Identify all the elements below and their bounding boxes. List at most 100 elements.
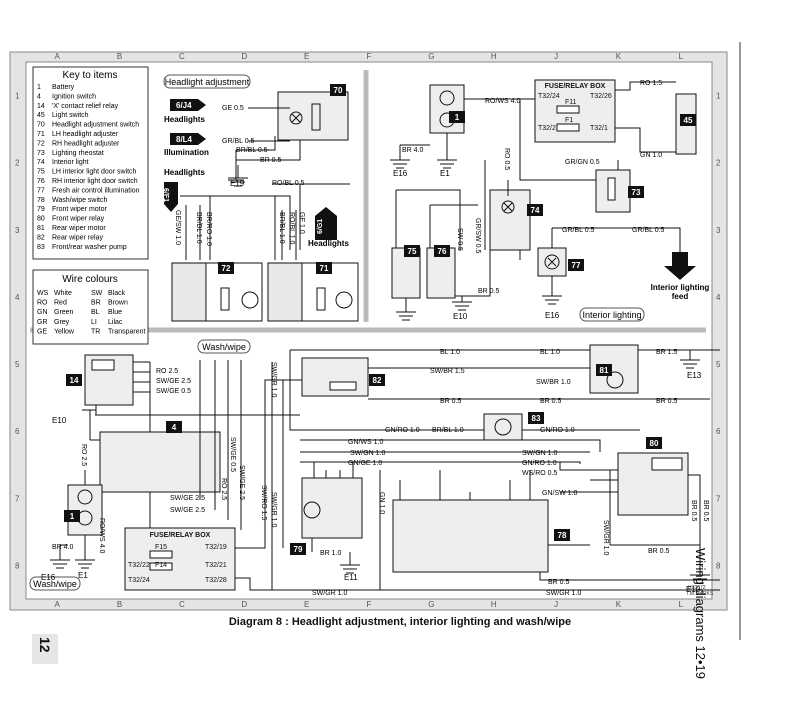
- grid-row-label: 2: [15, 159, 20, 168]
- component-badge: [330, 84, 346, 96]
- earth-label: E10: [453, 312, 468, 321]
- grid-row-label: 3: [15, 226, 20, 235]
- component-badge: [628, 186, 644, 198]
- feed-label-1: Interior lighting: [651, 283, 710, 292]
- grid-row-label: 7: [15, 494, 20, 503]
- diagram-caption: Diagram 8 : Headlight adjustment, interi…: [228, 616, 572, 628]
- colour-name: Transparent: [108, 328, 146, 335]
- fuse-box-title: FUSE/RELAY BOX: [545, 83, 606, 90]
- label-headlights-1: Headlights: [164, 115, 205, 124]
- wire-label: SW/GE 0.5: [156, 388, 191, 395]
- component-number: 45: [684, 116, 693, 125]
- wire-label: SW/BR 1.0: [536, 379, 571, 386]
- component-badge: [166, 421, 182, 433]
- wire-label: BL 1.0: [440, 349, 460, 356]
- fuse-pin: T32/24: [538, 93, 560, 100]
- ref-6g1: 6/G1: [317, 219, 324, 234]
- component-number: 72: [222, 264, 231, 273]
- wire-label: BR 0.5: [260, 157, 282, 164]
- grid-col-label: F: [367, 600, 372, 609]
- grid-col-label: G: [428, 600, 434, 609]
- wire-label: BR 0.5: [656, 398, 678, 405]
- key-label: LH interior light door switch: [52, 169, 137, 176]
- section-headlight: Headlight adjustment: [165, 77, 250, 87]
- colour-code: GR: [37, 319, 48, 326]
- component-badge: [528, 412, 544, 424]
- grid-row-label: 1: [716, 92, 721, 101]
- key-label: Lighting rheostat: [52, 150, 104, 157]
- colour-name: White: [54, 290, 72, 297]
- component-number: 70: [334, 86, 343, 95]
- key-number: 79: [37, 206, 45, 213]
- wire-label: GR/SW 0.5: [474, 218, 481, 254]
- wire-label: RO 1.5: [640, 80, 662, 87]
- component-badge: [680, 114, 696, 126]
- fuse-pin: T32/28: [205, 577, 227, 584]
- key-number: 78: [37, 197, 45, 204]
- key-label: Rear wiper relay: [52, 234, 103, 241]
- ref-8l4: 8/L4: [176, 135, 193, 144]
- wire-label: SW/GE 2.5: [170, 495, 205, 502]
- component-number: 76: [438, 247, 447, 256]
- wire-label: WS/RO 0.5: [522, 470, 558, 477]
- colour-name: Yellow: [54, 328, 75, 335]
- fuse-pin: T32/19: [205, 544, 227, 551]
- grid-col-label: C: [179, 600, 185, 609]
- fuse-pin: T32/24: [128, 577, 150, 584]
- page-number: 12: [37, 637, 53, 653]
- wire-label: GN/WS 1.0: [348, 439, 384, 446]
- feed-arrow: [664, 252, 696, 280]
- grid-col-label: D: [241, 52, 247, 61]
- component-number: 75: [408, 247, 417, 256]
- wire-label: GN 1.0: [378, 492, 385, 514]
- wire-label: SW/GR 1.0: [270, 492, 277, 528]
- grid-col-label: F: [367, 52, 372, 61]
- fuse-pin: F15: [155, 544, 167, 551]
- key-number: 74: [37, 159, 45, 166]
- colour-code: RO: [37, 300, 48, 307]
- component-badge: [290, 543, 306, 555]
- component-number: 77: [572, 261, 581, 270]
- colour-name: Grey: [54, 319, 70, 326]
- wire-label: RO 2.5: [220, 478, 227, 500]
- key-number: 45: [37, 112, 45, 119]
- wire-label: RO/BL 1.0: [288, 212, 295, 245]
- wire-label: SW/GN 1.0: [350, 450, 386, 457]
- grid-col-label: K: [616, 600, 622, 609]
- label-illumination: Illumination: [164, 148, 209, 157]
- key-number: 81: [37, 225, 45, 232]
- wire-label: GN/RO 1.0: [385, 427, 420, 434]
- ref-6f1: 6/F1: [162, 188, 169, 202]
- wire-label: RO/WS 4.0: [485, 98, 521, 105]
- label-headlights-2: Headlights: [164, 168, 205, 177]
- earth-label: E1: [78, 571, 88, 580]
- key-number: 80: [37, 216, 45, 223]
- colour-name: Red: [54, 300, 67, 307]
- component-number: 78: [558, 531, 567, 540]
- grid-row-label: 2: [716, 159, 721, 168]
- component-badge: [316, 262, 332, 274]
- key-label: Wash/wipe switch: [52, 197, 107, 204]
- component-number: 71: [320, 264, 329, 273]
- wire-label: GE 0.5: [222, 105, 244, 112]
- label-headlights-3: Headlights: [308, 239, 349, 248]
- fuse-box-bottom: FUSE/RELAY BOX F15 F14 T32/19 T32/22 T32…: [128, 532, 227, 584]
- wire-label: BR 0.5: [440, 398, 462, 405]
- grid-row-label: 8: [15, 561, 20, 570]
- grid-row-label: 6: [15, 427, 20, 436]
- wire-label: BR/BL 0.5: [236, 147, 268, 154]
- component-number: 74: [531, 206, 540, 215]
- component-number: 79: [294, 545, 303, 554]
- wire-label: BR 1.5: [656, 349, 678, 356]
- component-badge: [434, 245, 450, 257]
- wire-label: BR/BL 1.0: [195, 212, 202, 244]
- wire-label: SW/GR 1.0: [546, 590, 582, 597]
- grid-col-label: K: [616, 52, 622, 61]
- key-label: Battery: [52, 84, 75, 91]
- wire-label: SW/GR 1.0: [270, 362, 277, 398]
- key-number: 76: [37, 178, 45, 185]
- wire-label: BR 0.5: [702, 500, 709, 522]
